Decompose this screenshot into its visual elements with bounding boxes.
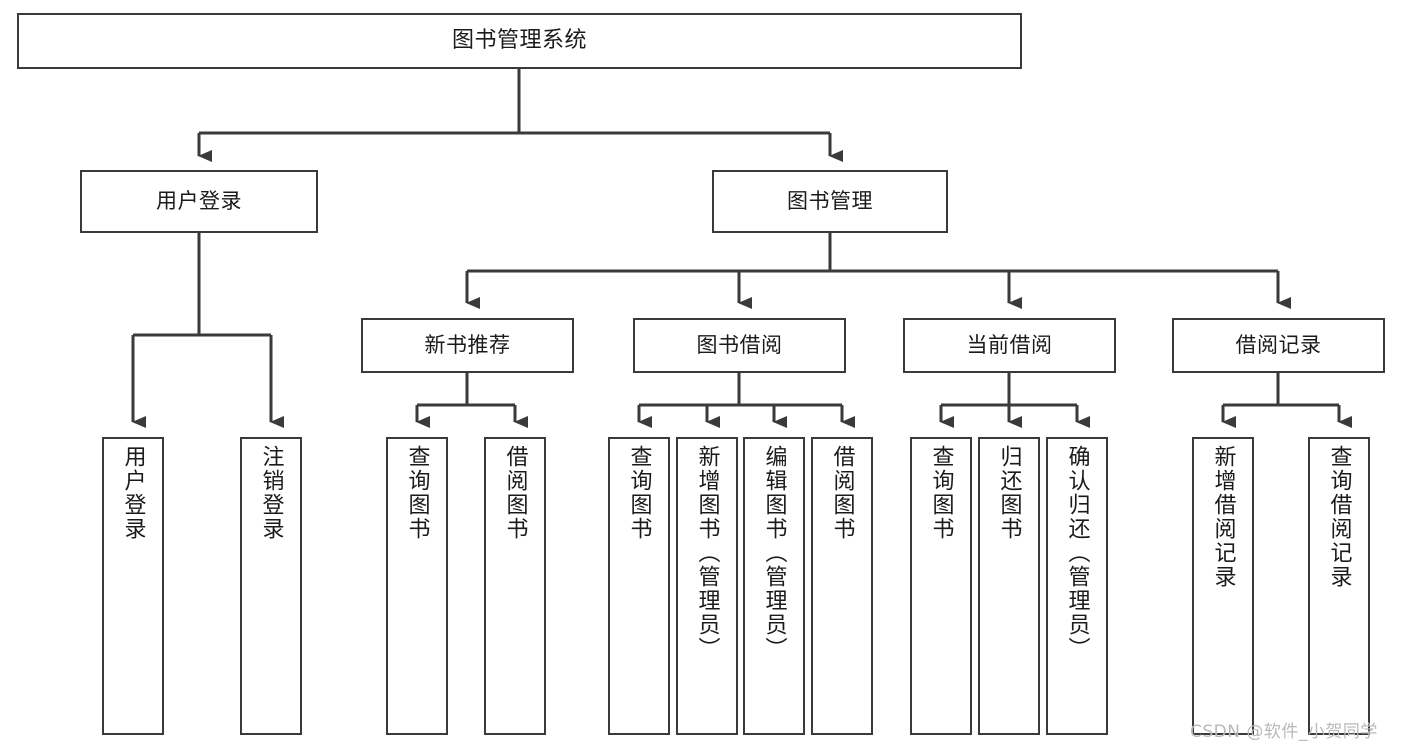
- node-label: 用户登录: [120, 445, 146, 541]
- leaf-logout[interactable]: 注销登录: [240, 437, 302, 735]
- node-new-book-recommend[interactable]: 新书推荐: [361, 318, 574, 373]
- node-borrow-record[interactable]: 借阅记录: [1172, 318, 1385, 373]
- leaf-query-book[interactable]: 查询图书: [608, 437, 670, 735]
- node-root-system[interactable]: 图书管理系统: [17, 13, 1022, 69]
- leaf-add-book-admin[interactable]: 新增图书（管理员）: [676, 437, 738, 735]
- node-label: 查询借阅记录: [1326, 445, 1352, 589]
- node-label: 图书管理: [787, 189, 873, 214]
- node-label: 注销登录: [258, 445, 284, 541]
- leaf-query-book-current[interactable]: 查询图书: [910, 437, 972, 735]
- leaf-borrow-book[interactable]: 借阅图书: [811, 437, 873, 735]
- node-label: 查询图书: [928, 445, 954, 541]
- node-label: 编辑图书（管理员）: [761, 445, 787, 661]
- leaf-confirm-return-admin[interactable]: 确认归还（管理员）: [1046, 437, 1108, 735]
- node-label: 图书借阅: [696, 333, 783, 358]
- csdn-watermark: CSDN @软件_小贺同学: [1190, 722, 1378, 742]
- node-label: 确认归还（管理员）: [1064, 445, 1090, 661]
- node-label: 图书管理系统: [451, 28, 587, 54]
- node-label: 归还图书: [996, 445, 1022, 541]
- node-label: 借阅图书: [829, 445, 855, 541]
- leaf-edit-book-admin[interactable]: 编辑图书（管理员）: [743, 437, 805, 735]
- node-user-login[interactable]: 用户登录: [80, 170, 318, 233]
- node-label: 当前借阅: [966, 333, 1053, 358]
- node-book-management[interactable]: 图书管理: [712, 170, 948, 233]
- leaf-user-login[interactable]: 用户登录: [102, 437, 164, 735]
- node-label: 新书推荐: [424, 333, 511, 358]
- leaf-return-book[interactable]: 归还图书: [978, 437, 1040, 735]
- node-book-borrow[interactable]: 图书借阅: [633, 318, 846, 373]
- node-label: 借阅记录: [1235, 333, 1322, 358]
- node-label: 用户登录: [156, 189, 242, 214]
- node-label: 新增图书（管理员）: [694, 445, 720, 661]
- leaf-query-book-new[interactable]: 查询图书: [386, 437, 448, 735]
- leaf-borrow-book-new[interactable]: 借阅图书: [484, 437, 546, 735]
- node-label: 查询图书: [404, 445, 430, 541]
- node-current-borrow[interactable]: 当前借阅: [903, 318, 1116, 373]
- node-label: 新增借阅记录: [1210, 445, 1236, 589]
- leaf-add-borrow-record[interactable]: 新增借阅记录: [1192, 437, 1254, 735]
- node-label: 借阅图书: [502, 445, 528, 541]
- leaf-query-borrow-record[interactable]: 查询借阅记录: [1308, 437, 1370, 735]
- node-label: 查询图书: [626, 445, 652, 541]
